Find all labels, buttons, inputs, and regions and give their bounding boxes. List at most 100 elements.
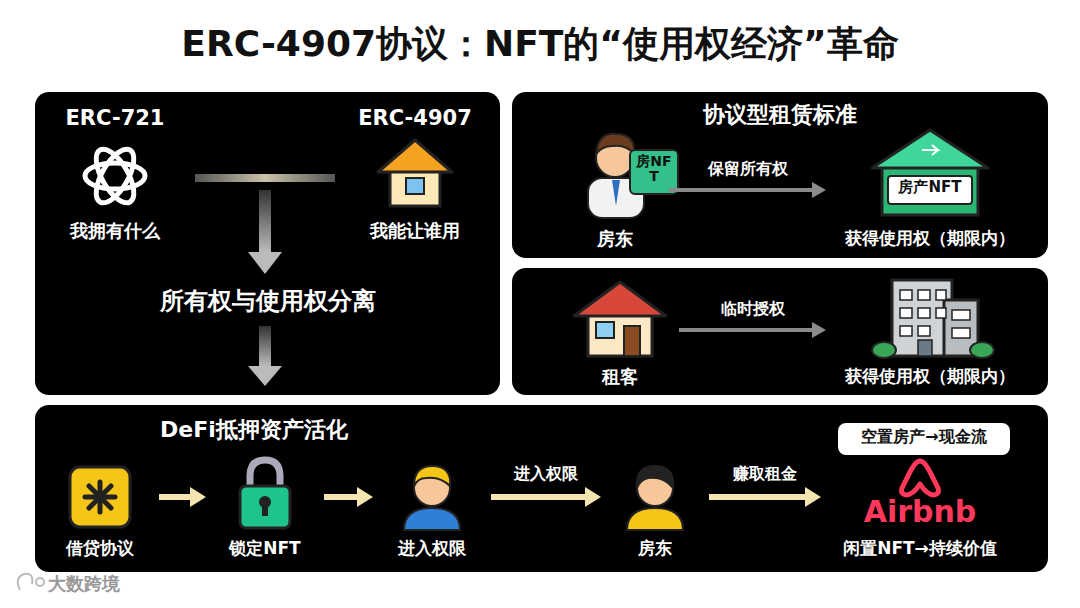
shape bbox=[900, 308, 912, 318]
standard-item: ERC-721我拥有什么 bbox=[45, 100, 185, 250]
step-node: 房东 bbox=[605, 460, 705, 568]
house-icon bbox=[406, 178, 424, 194]
lending-icon bbox=[70, 467, 130, 527]
node-label: 我拥有什么 bbox=[70, 220, 160, 242]
separation-bar bbox=[195, 174, 335, 182]
shape bbox=[952, 310, 970, 320]
callout-box: 空置房产→现金流 bbox=[838, 423, 1010, 455]
connector-arrow bbox=[159, 494, 192, 500]
node-heading: DeFi抵押资产活化 bbox=[160, 417, 348, 443]
shape bbox=[952, 328, 970, 338]
down-arrow bbox=[248, 366, 282, 386]
lock-icon bbox=[240, 460, 290, 528]
standard-item: ERC-4907 我能让谁用 bbox=[345, 100, 485, 250]
lock-icon bbox=[250, 460, 280, 488]
house-icon bbox=[378, 140, 452, 172]
node-label: 获得使用权（期限内） bbox=[845, 228, 1015, 248]
nft-house-icon bbox=[922, 145, 938, 155]
node-label: 租客 bbox=[602, 366, 638, 388]
title: ERC-4907协议：NFT的“使用权经济”革命 bbox=[0, 20, 1080, 69]
separation-bar bbox=[195, 174, 335, 182]
shape bbox=[936, 308, 946, 318]
connector-arrow bbox=[812, 322, 826, 338]
node-label: 闲置NFT→持续价值 bbox=[843, 538, 997, 558]
panels bbox=[512, 268, 1048, 395]
watermark-logo bbox=[36, 578, 44, 586]
connector-arrow bbox=[585, 487, 601, 507]
step-node: 锁定NFT bbox=[210, 460, 320, 568]
nft-house-icon bbox=[872, 130, 988, 168]
tenant-house-icon bbox=[588, 312, 652, 356]
nft-house-icon bbox=[882, 165, 978, 215]
edge-label: 保留所有权 bbox=[704, 159, 792, 178]
building-icon bbox=[970, 342, 994, 358]
edge-label: 赚取租金 bbox=[729, 464, 801, 483]
tenant-house-icon bbox=[624, 326, 640, 356]
nft-house-icon bbox=[872, 130, 988, 215]
person-node: 房东 bbox=[565, 128, 665, 253]
panels bbox=[35, 405, 1048, 572]
panels bbox=[35, 92, 1048, 572]
panel: DeFi抵押资产活化借贷协议 锁定NFT 进入权限房东 空置房产→现金流 Airbnb 闲… bbox=[35, 405, 1048, 572]
node-label: 我能让谁用 bbox=[370, 220, 460, 242]
openai-icon bbox=[89, 144, 142, 209]
shape bbox=[900, 326, 912, 336]
connector-arrow bbox=[709, 487, 821, 507]
down-arrow bbox=[248, 252, 282, 274]
connector-arrow bbox=[491, 487, 601, 507]
building-icon bbox=[918, 340, 932, 356]
nft-house-node: 房产NFT 获得使用权（期限内） bbox=[830, 128, 1030, 253]
connector-arrow bbox=[190, 487, 206, 507]
node-label: 借贷协议 bbox=[66, 538, 134, 558]
lending-icon bbox=[70, 467, 130, 527]
shape bbox=[936, 290, 946, 300]
panels bbox=[35, 92, 500, 395]
node-heading: 所有权与使用权分离 bbox=[160, 287, 376, 316]
connector-arrow bbox=[324, 487, 373, 507]
connector-arrow bbox=[679, 328, 814, 332]
shape bbox=[900, 290, 970, 338]
user-blue-icon bbox=[404, 466, 460, 530]
openai-icon bbox=[89, 144, 142, 209]
connector-arrow bbox=[679, 322, 826, 338]
airbnb-logo bbox=[902, 461, 939, 495]
connector-arrow bbox=[491, 494, 587, 500]
landlord-figure bbox=[588, 134, 678, 218]
user-blue-icon bbox=[414, 466, 450, 486]
user-yellow-icon bbox=[627, 508, 683, 530]
airbnb-logo bbox=[902, 461, 939, 495]
house-icon bbox=[390, 168, 440, 206]
openai-icon bbox=[85, 163, 145, 189]
edge-label: 进入权限 bbox=[510, 464, 582, 483]
node-heading: ERC-4907 bbox=[358, 106, 472, 131]
down-arrow bbox=[259, 190, 271, 252]
node-label: 房东 bbox=[638, 538, 672, 558]
building-icon bbox=[872, 280, 994, 358]
lock-icon bbox=[240, 486, 290, 528]
house-icon bbox=[378, 140, 452, 206]
node-heading: 协议型租赁标准 bbox=[703, 102, 857, 128]
user-blue-icon bbox=[404, 508, 460, 530]
connector-arrow bbox=[669, 182, 826, 198]
tenant-house-icon bbox=[596, 322, 614, 338]
node-heading: 房产NFT bbox=[898, 178, 961, 196]
node-label: 获得使用权（期限内） bbox=[845, 366, 1015, 386]
connector-arrow bbox=[709, 494, 807, 500]
watermark: 大数跨境 bbox=[48, 574, 168, 594]
shape bbox=[918, 290, 930, 300]
connector-arrow bbox=[805, 487, 821, 507]
sign-text: 房NFT bbox=[633, 154, 675, 185]
node-label: 锁定NFT bbox=[229, 538, 300, 558]
building-node: 获得使用权（期限内） bbox=[830, 272, 1030, 394]
node-label: 房东 bbox=[597, 228, 633, 250]
node-heading: Airbnb bbox=[864, 494, 977, 530]
shape bbox=[85, 482, 115, 512]
lock-icon bbox=[262, 504, 268, 516]
edge-label: 临时授权 bbox=[717, 299, 789, 318]
connector-arrow bbox=[669, 188, 814, 192]
connector-arrow bbox=[324, 494, 359, 500]
shape bbox=[900, 290, 912, 300]
step-node: 借贷协议 bbox=[45, 460, 155, 568]
openai-icon bbox=[85, 144, 145, 209]
